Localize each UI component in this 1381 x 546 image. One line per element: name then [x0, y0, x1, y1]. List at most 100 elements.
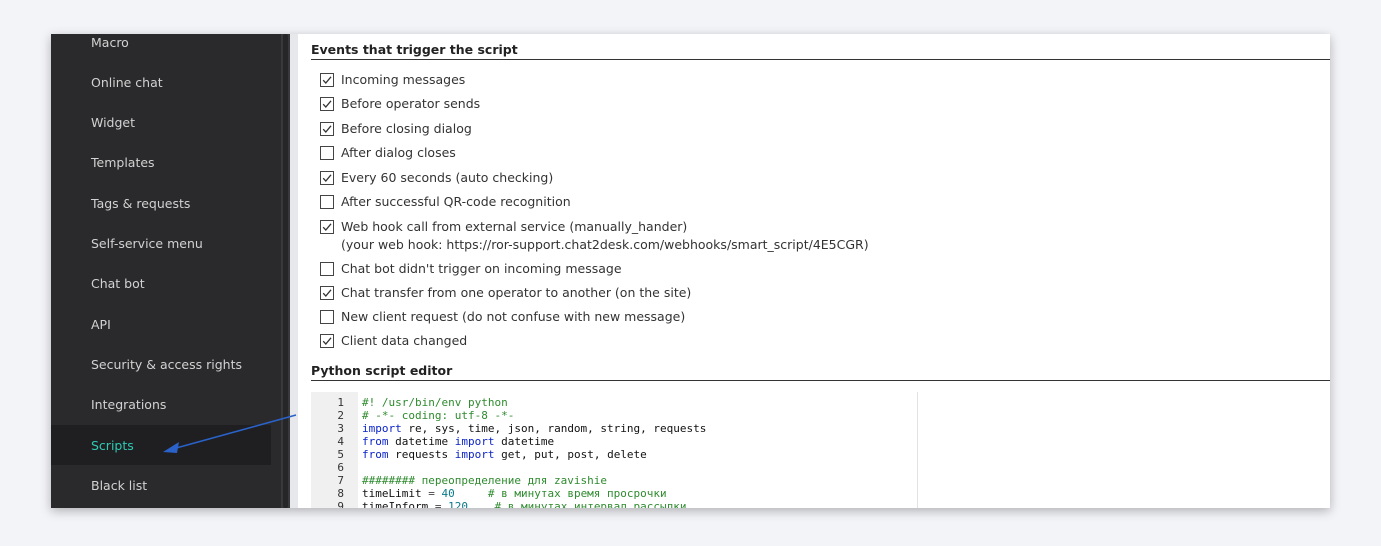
event-label: Web hook call from external service (man…	[341, 218, 869, 254]
editor-section-title: Python script editor	[311, 359, 1330, 381]
sidebar-item-integrations[interactable]: Integrations	[51, 385, 271, 425]
event-label-text: Before closing dialog	[341, 121, 472, 136]
sidebar-item-scripts[interactable]: Scripts	[51, 425, 271, 465]
event-label: Every 60 seconds (auto checking)	[341, 169, 553, 187]
code-line: ######## переопределение для zavishie	[362, 474, 607, 487]
sidebar-item-label: Macro	[91, 34, 129, 50]
sidebar-item-label: Tags & requests	[91, 195, 191, 211]
event-option: Incoming messages	[320, 71, 465, 89]
sidebar-item-macro[interactable]: Macro	[51, 34, 271, 62]
code-token: import	[454, 448, 495, 461]
code-token: timeLimit	[362, 487, 422, 500]
event-checkbox[interactable]	[320, 171, 334, 185]
event-checkbox[interactable]	[320, 122, 334, 136]
event-checkbox[interactable]	[320, 286, 334, 300]
sidebar-item-label: Templates	[91, 155, 155, 171]
event-label: Before closing dialog	[341, 120, 472, 138]
event-checkbox[interactable]	[320, 195, 334, 209]
line-number: 8	[337, 487, 344, 500]
code-token: # в минутах интервал рассылки	[467, 500, 687, 508]
checkmark-icon	[322, 289, 332, 297]
sidebar-item-online-chat[interactable]: Online chat	[51, 62, 271, 102]
code-token: import	[362, 422, 402, 435]
sidebar-item-label: Self-service menu	[91, 236, 203, 251]
event-label-text: Every 60 seconds (auto checking)	[341, 170, 554, 185]
sidebar-item-widget[interactable]: Widget	[51, 103, 271, 143]
code-token: =	[428, 500, 449, 508]
event-label-text: Chat transfer from one operator to anoth…	[341, 285, 692, 300]
code-line: # -*- coding: utf-8 -*-	[362, 409, 514, 422]
event-label-text: Incoming messages	[341, 72, 466, 87]
checkmark-icon	[322, 100, 332, 108]
code-token: # -*- coding: utf-8 -*-	[362, 409, 515, 422]
code-line: from datetime import datetime	[362, 435, 554, 448]
event-label: New client request (do not confuse with …	[341, 308, 685, 326]
event-checkbox[interactable]	[320, 146, 334, 160]
sidebar-item-label: Widget	[91, 115, 136, 131]
sidebar-item-label: Black list	[91, 477, 148, 493]
code-token: #! /usr/bin/env python	[362, 396, 508, 409]
code-line: timeInform = 120 # в минутах интервал ра…	[362, 500, 687, 508]
line-number: 7	[337, 474, 344, 487]
event-option: Before closing dialog	[320, 120, 472, 138]
sidebar-scrollbar-thumb[interactable]	[283, 34, 288, 508]
sidebar-item-label: Chat bot	[91, 276, 145, 292]
code-token: from	[362, 435, 389, 448]
sidebar-item-tags-requests[interactable]: Tags & requests	[51, 183, 271, 223]
sidebar-item-label: Security & access rights	[91, 356, 243, 372]
event-checkbox[interactable]	[320, 334, 334, 348]
checkmark-icon	[322, 76, 332, 84]
event-option: After dialog closes	[320, 144, 456, 162]
checkmark-icon	[322, 223, 332, 231]
sidebar-item-templates[interactable]: Templates	[51, 143, 271, 183]
code-token: 40	[441, 487, 455, 500]
checkmark-icon	[322, 174, 332, 182]
code-token: datetime	[494, 435, 555, 448]
event-label: Before operator sends	[341, 95, 480, 113]
webhook-url-text: (your web hook: https://ror-support.chat…	[341, 237, 869, 252]
checkmark-icon	[322, 337, 332, 345]
code-token: re, sys, time, json, random, string, req…	[401, 422, 707, 435]
event-label: After successful QR-code recognition	[341, 193, 571, 211]
sidebar-item-label: Scripts	[91, 437, 134, 453]
event-label: Client data changed	[341, 332, 467, 350]
event-label-text: Before operator sends	[341, 96, 481, 111]
event-checkbox[interactable]	[320, 262, 334, 276]
code-line: from requests import get, put, post, del…	[362, 448, 647, 461]
sidebar-scrollbar[interactable]	[281, 34, 290, 508]
event-option: Client data changed	[320, 332, 467, 350]
settings-content: Events that trigger the script Incoming …	[298, 34, 1330, 508]
sidebar-item-chat-bot[interactable]: Chat bot	[51, 264, 271, 304]
code-line: import re, sys, time, json, random, stri…	[362, 422, 706, 435]
event-checkbox[interactable]	[320, 310, 334, 324]
code-token: requests	[388, 448, 455, 461]
sidebar-item-self-service-menu[interactable]: Self-service menu	[51, 224, 271, 264]
event-label-text: After dialog closes	[341, 145, 456, 160]
event-option: New client request (do not confuse with …	[320, 308, 685, 326]
code-token: # в минутах время просрочки	[454, 487, 667, 500]
content-gutter	[290, 34, 298, 508]
events-section-title: Events that trigger the script	[311, 38, 1330, 60]
sidebar-item-api[interactable]: API	[51, 304, 271, 344]
event-checkbox[interactable]	[320, 73, 334, 87]
sidebar-item-black-list[interactable]: Black list	[51, 465, 271, 505]
checkmark-icon	[322, 125, 332, 133]
event-option: After successful QR-code recognition	[320, 193, 571, 211]
event-option: Before operator sends	[320, 95, 480, 113]
event-label-text: New client request (do not confuse with …	[341, 309, 686, 324]
code-token: =	[421, 487, 442, 500]
event-option: Every 60 seconds (auto checking)	[320, 169, 553, 187]
code-token: ######## переопределение для zavishie	[362, 474, 608, 487]
code-token: import	[454, 435, 495, 448]
sidebar-item-security-access-rights[interactable]: Security & access rights	[51, 344, 271, 384]
event-label-text: After successful QR-code recognition	[341, 194, 571, 209]
event-option: Web hook call from external service (man…	[320, 218, 869, 254]
event-option: Chat bot didn't trigger on incoming mess…	[320, 260, 622, 278]
event-label-text: Chat bot didn't trigger on incoming mess…	[341, 261, 622, 276]
event-checkbox[interactable]	[320, 220, 334, 234]
event-checkbox[interactable]	[320, 97, 334, 111]
line-number: 3	[337, 422, 344, 435]
event-label-text: Web hook call from external service (man…	[341, 219, 688, 234]
